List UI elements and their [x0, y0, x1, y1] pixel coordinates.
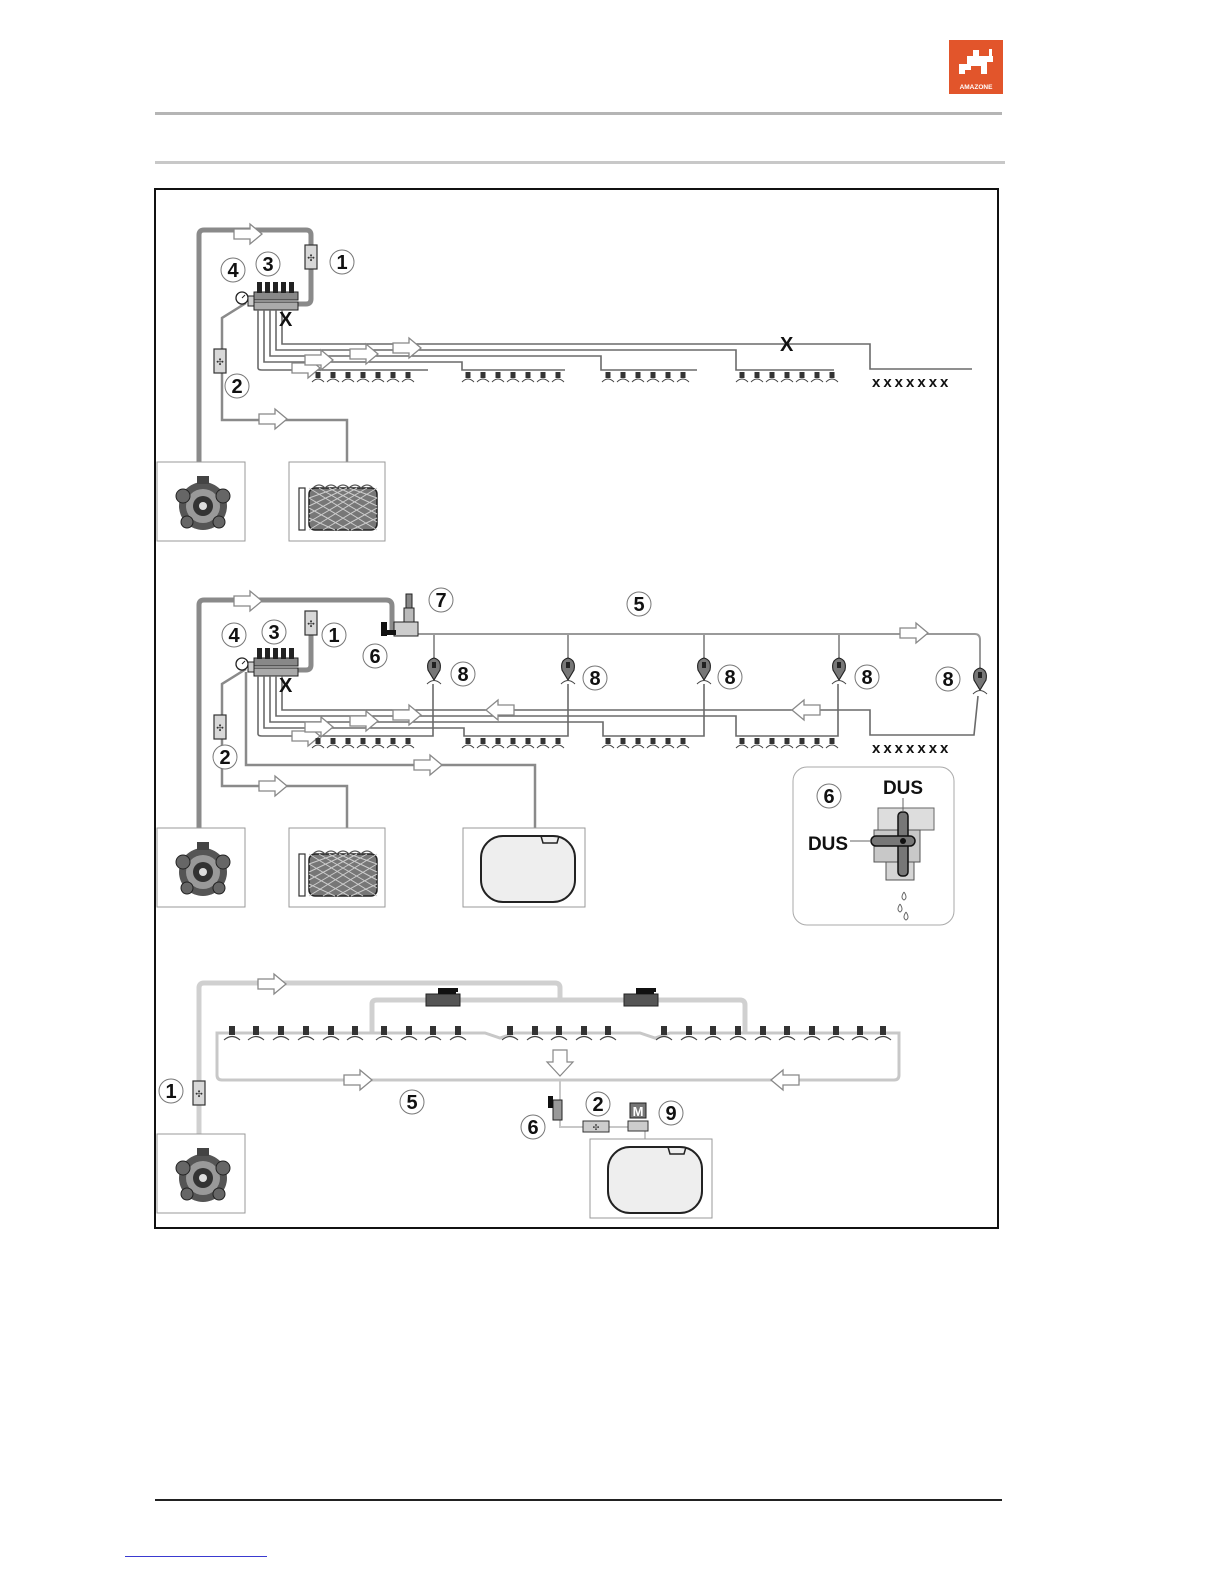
callout-1: 1	[322, 623, 346, 647]
svg-text:1: 1	[328, 625, 339, 647]
svg-text:4: 4	[227, 260, 239, 282]
callout-2: 2	[213, 745, 237, 769]
panel-middle: xxxxxxx X 1 2 3 4 5 6 7 8 8 8 8 8 6	[157, 588, 987, 925]
pump-icon	[157, 828, 245, 907]
callout-4: 4	[222, 623, 246, 647]
svg-text:✣: ✣	[593, 1123, 600, 1132]
callout-1: 1	[159, 1079, 183, 1103]
callout-8: 8	[855, 665, 879, 689]
svg-text:8: 8	[589, 668, 600, 690]
callout-1: 1	[330, 250, 354, 274]
pump-icon	[157, 462, 245, 541]
svg-text:8: 8	[942, 669, 953, 691]
svg-text:3: 3	[262, 254, 273, 276]
callout-5: 5	[627, 592, 651, 616]
callout-4: 4	[221, 258, 245, 282]
svg-text:8: 8	[861, 667, 872, 689]
svg-text:9: 9	[665, 1103, 676, 1125]
svg-text:2: 2	[231, 376, 242, 398]
callout-2: 2	[586, 1092, 610, 1116]
svg-text:1: 1	[336, 252, 347, 274]
suction-filter-icon	[289, 828, 385, 907]
motor-label: M	[633, 1104, 644, 1119]
callout-8: 8	[936, 667, 960, 691]
svg-text:6: 6	[823, 786, 834, 808]
callout-6: 6	[817, 784, 841, 808]
callout-9: 9	[659, 1101, 683, 1125]
callout-5: 5	[400, 1090, 424, 1114]
callout-3: 3	[262, 620, 286, 644]
dus-valve-inset: 6 DUS DUS	[793, 767, 954, 925]
callout-6: 6	[521, 1115, 545, 1139]
pump-icon	[157, 1134, 245, 1213]
panel-top: xxxxxxx X X 1 2 3 4	[157, 224, 972, 541]
callout-2: 2	[225, 374, 249, 398]
svg-text:5: 5	[633, 594, 644, 616]
callout-6: 6	[363, 644, 387, 668]
callout-8: 8	[583, 666, 607, 690]
closed-section-marker: X	[279, 675, 293, 697]
svg-text:6: 6	[527, 1117, 538, 1139]
panel-bottom: ✣ M 1 2 5 6 9	[157, 974, 899, 1218]
svg-text:1: 1	[165, 1081, 176, 1103]
callout-8: 8	[451, 662, 475, 686]
suction-filter-icon	[289, 462, 385, 541]
svg-text:2: 2	[219, 747, 230, 769]
svg-text:6: 6	[369, 646, 380, 668]
svg-text:2: 2	[592, 1094, 603, 1116]
svg-text:7: 7	[435, 590, 446, 612]
dus-label-top: DUS	[883, 778, 923, 799]
closed-nozzles-marker: xxxxxxx	[872, 374, 951, 391]
svg-text:3: 3	[268, 622, 279, 644]
closed-section-marker: X	[279, 309, 293, 331]
callout-3: 3	[256, 252, 280, 276]
svg-text:4: 4	[228, 625, 240, 647]
callout-8: 8	[718, 665, 742, 689]
spray-tank-icon	[590, 1139, 712, 1218]
closed-line-marker: X	[780, 334, 794, 356]
dus-label-left: DUS	[808, 834, 848, 855]
closed-nozzles-marker: xxxxxxx	[872, 740, 951, 757]
svg-text:8: 8	[724, 667, 735, 689]
svg-text:5: 5	[406, 1092, 417, 1114]
callout-7: 7	[429, 588, 453, 612]
svg-text:8: 8	[457, 664, 468, 686]
spray-tank-icon	[463, 828, 585, 907]
